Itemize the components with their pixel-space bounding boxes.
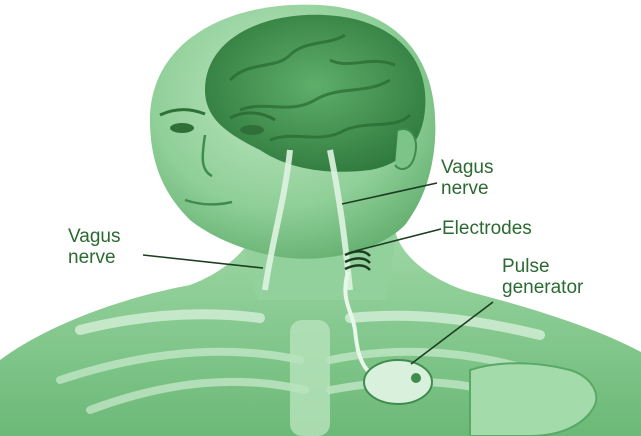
- label-electrodes: Electrodes: [442, 218, 532, 239]
- label-electrodes-text: Electrodes: [442, 218, 532, 239]
- eye-left: [170, 123, 194, 133]
- label-vagus-nerve-left-line2: nerve: [68, 247, 120, 268]
- label-pulse-generator-line1: Pulse: [502, 256, 583, 277]
- label-vagus-nerve-left-line1: Vagus: [68, 226, 120, 247]
- label-vagus-nerve-left: Vagus nerve: [68, 226, 120, 268]
- hand: [470, 363, 596, 436]
- label-pulse-generator-line2: generator: [502, 277, 583, 298]
- pulse-generator-device: [364, 360, 432, 404]
- label-vagus-nerve-right-line1: Vagus: [441, 157, 493, 178]
- sternum: [290, 320, 330, 436]
- eye-right: [240, 125, 264, 135]
- label-vagus-nerve-right-line2: nerve: [441, 178, 493, 199]
- pulse-generator-port: [411, 373, 421, 383]
- label-pulse-generator: Pulse generator: [502, 256, 583, 298]
- ear: [395, 129, 416, 169]
- label-vagus-nerve-right: Vagus nerve: [441, 157, 493, 199]
